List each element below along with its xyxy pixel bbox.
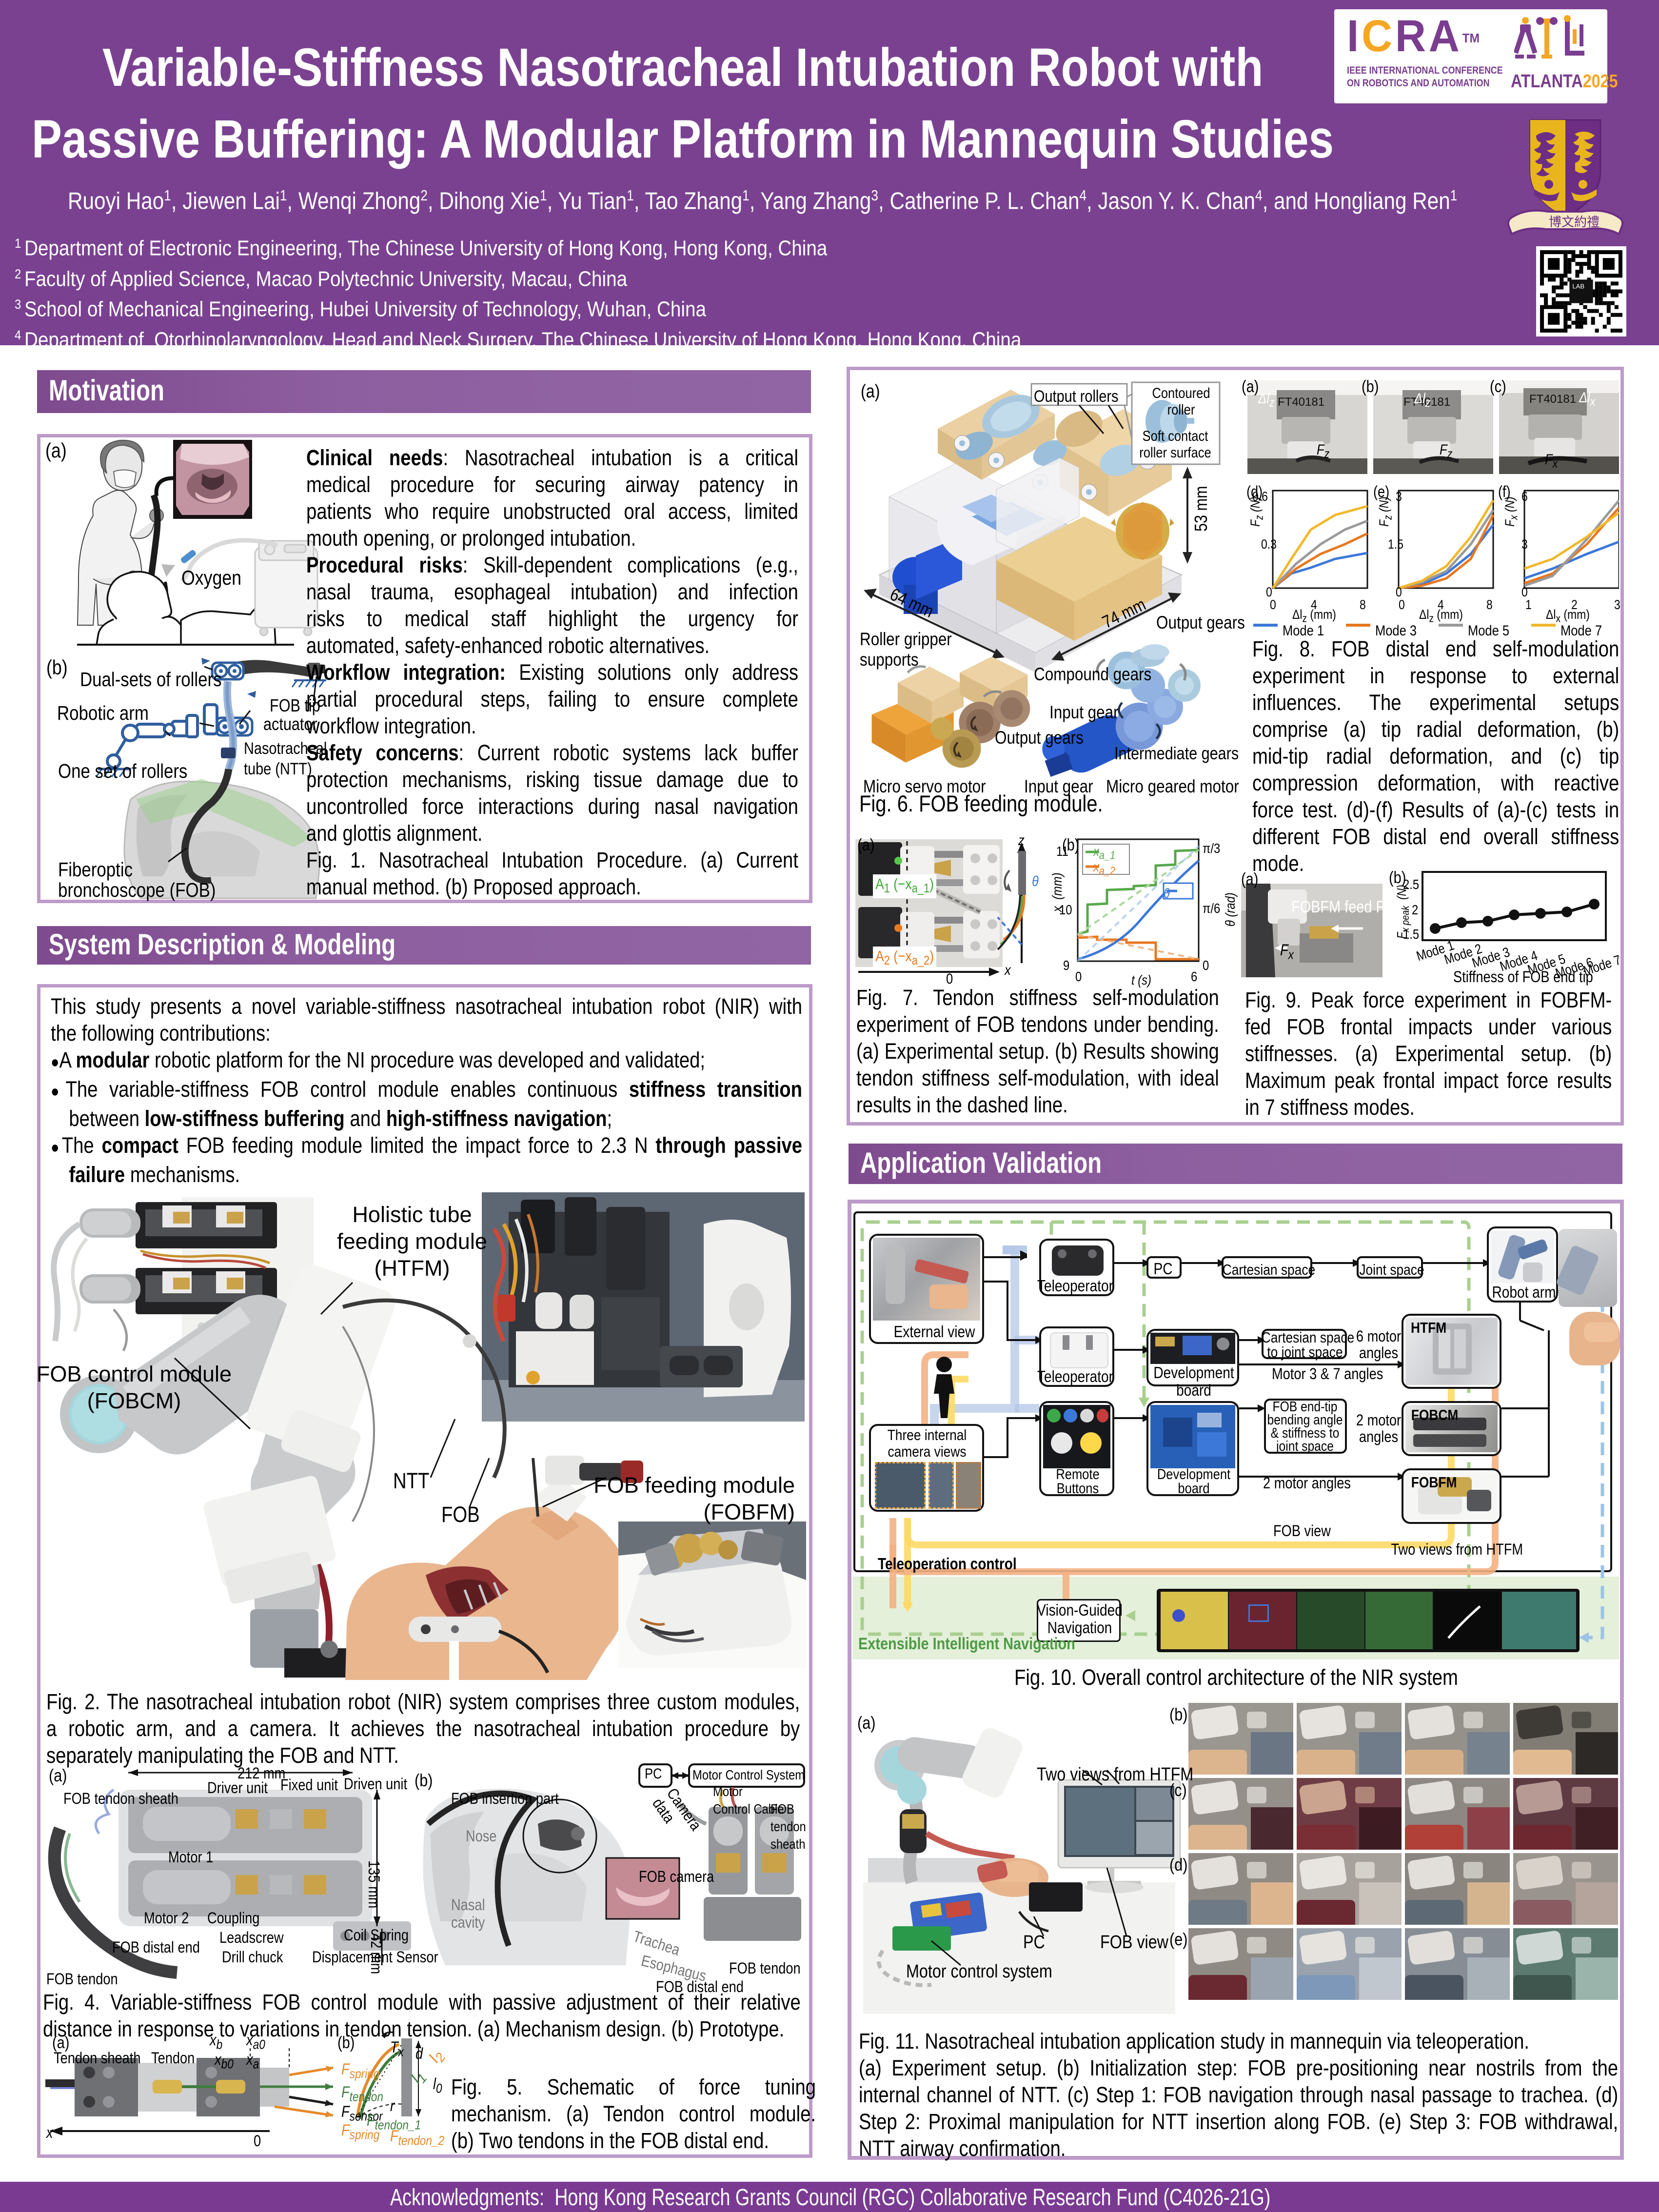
svg-text:FT40181: FT40181 <box>1278 395 1324 409</box>
svg-text:FT40181: FT40181 <box>1529 393 1576 406</box>
svg-text:LAB: LAB <box>1572 282 1584 290</box>
svg-text:FT40181: FT40181 <box>1403 395 1450 409</box>
svg-text:博文約禮: 博文約禮 <box>1549 215 1600 229</box>
